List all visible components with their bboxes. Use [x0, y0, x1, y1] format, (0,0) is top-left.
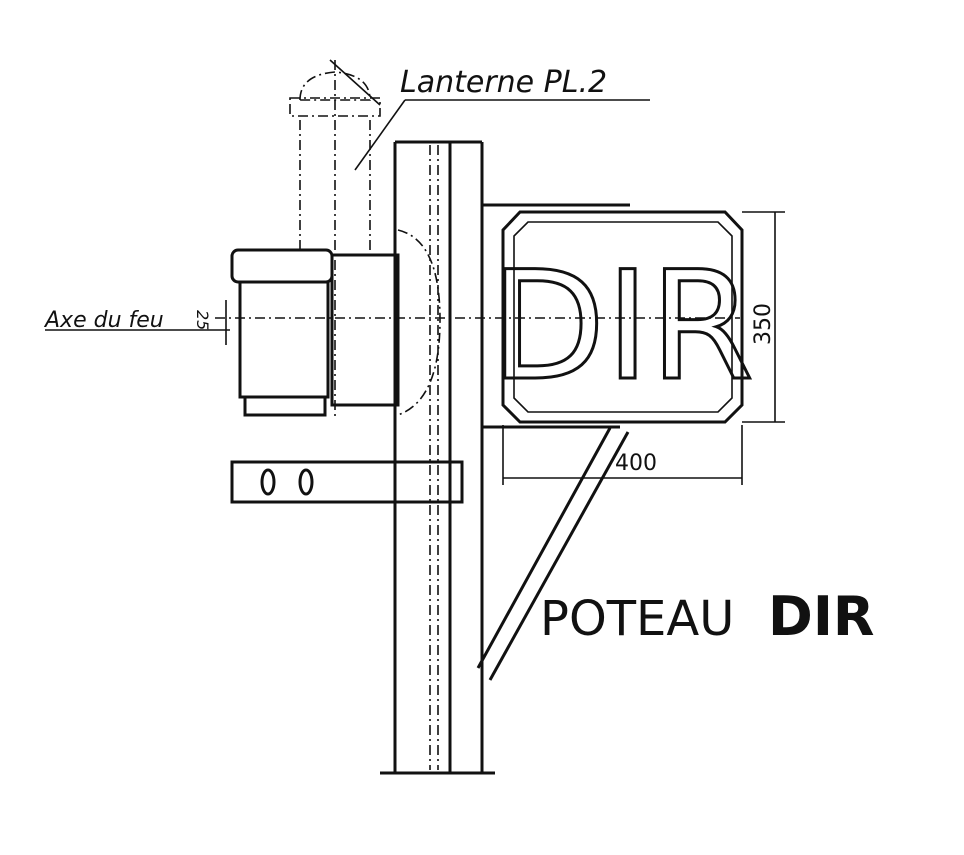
light-axis-offset: 25: [193, 310, 212, 330]
lantern: [215, 60, 740, 504]
title-bold: DIR: [768, 585, 875, 648]
sign-width-dim: 400: [615, 451, 657, 476]
sign-text: DIR: [490, 240, 754, 414]
lantern-label: Lanterne PL.2: [400, 65, 607, 100]
dir-sign: DIR: [482, 203, 755, 429]
sign-height-dim: 350: [751, 303, 776, 345]
light-axis-label: Axe du feu: [43, 308, 164, 333]
brace: [476, 427, 630, 681]
post: [380, 140, 495, 775]
dimensions: [45, 59, 785, 485]
title-prefix: POTEAU: [540, 591, 734, 647]
